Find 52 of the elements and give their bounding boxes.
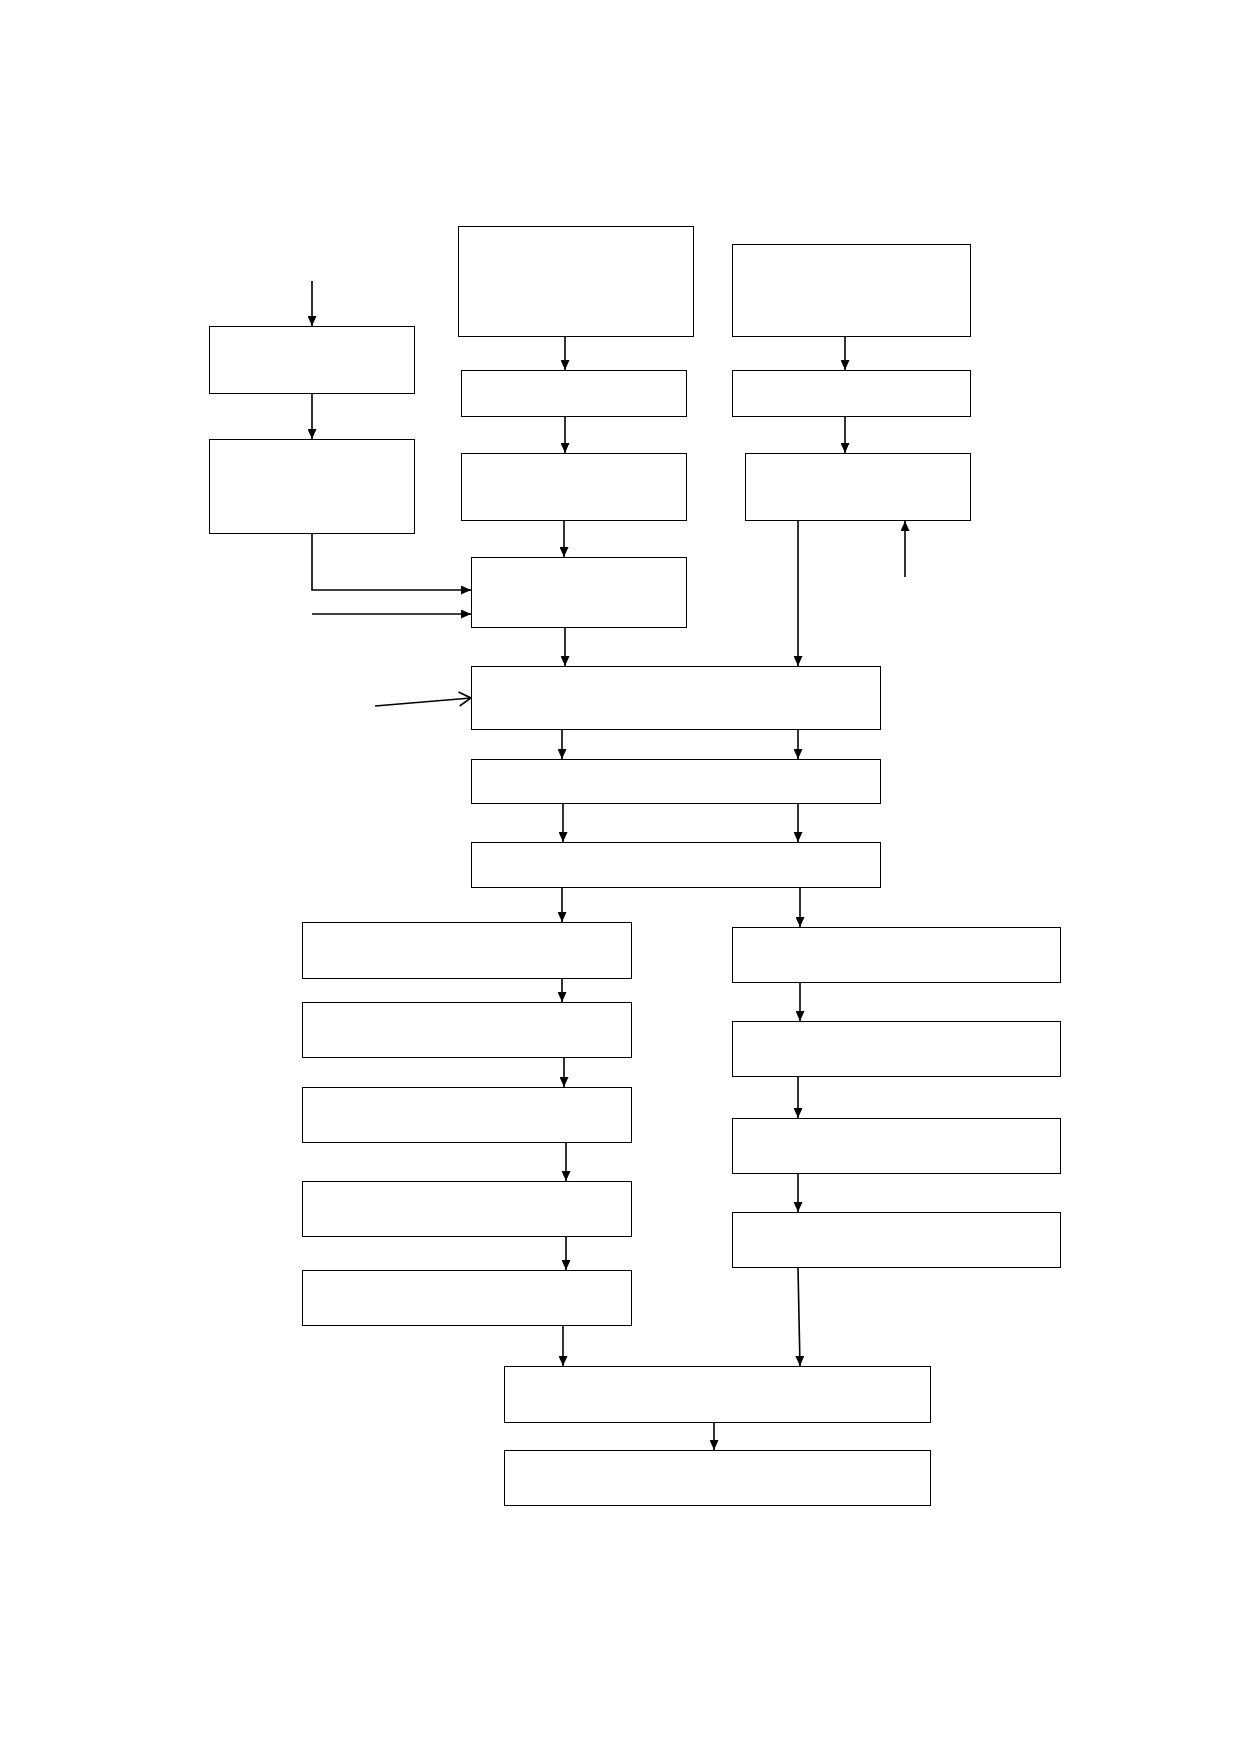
process-box xyxy=(302,1087,632,1143)
arrow xyxy=(311,609,472,619)
process-box xyxy=(471,759,881,804)
arrow xyxy=(795,982,805,1022)
arrow xyxy=(307,393,317,440)
process-box xyxy=(209,326,415,394)
arrow xyxy=(561,1142,571,1182)
process-box xyxy=(732,1212,1061,1268)
arrow xyxy=(557,729,567,760)
arrow xyxy=(840,336,850,371)
process-box xyxy=(745,453,971,521)
arrow xyxy=(795,887,805,928)
arrow xyxy=(793,520,803,667)
process-box xyxy=(471,557,687,628)
arrow xyxy=(900,520,910,578)
process-box xyxy=(461,453,687,521)
process-box xyxy=(209,439,415,534)
arrow xyxy=(311,533,472,595)
arrow xyxy=(793,729,803,760)
arrow xyxy=(560,627,570,667)
arrow xyxy=(559,1057,569,1088)
process-box xyxy=(302,1270,632,1326)
process-box xyxy=(458,226,694,337)
process-box xyxy=(302,1181,632,1237)
arrow xyxy=(793,1173,803,1213)
process-box xyxy=(461,370,687,417)
process-box xyxy=(504,1366,931,1423)
process-box xyxy=(732,370,971,417)
arrow xyxy=(558,1325,568,1367)
arrow xyxy=(560,416,570,454)
process-box xyxy=(732,244,971,337)
arrow xyxy=(795,1267,805,1367)
arrow xyxy=(840,416,850,454)
process-box xyxy=(732,927,1061,983)
arrow xyxy=(561,1236,571,1271)
arrow xyxy=(307,280,317,327)
arrow xyxy=(559,520,569,558)
process-box xyxy=(471,842,881,888)
process-box xyxy=(471,666,881,730)
arrow xyxy=(793,1076,803,1119)
arrow xyxy=(793,803,803,843)
arrow xyxy=(558,803,568,843)
process-box xyxy=(732,1021,1061,1077)
arrow xyxy=(374,691,472,707)
arrow xyxy=(709,1422,719,1451)
process-box xyxy=(302,922,632,979)
arrow xyxy=(557,978,567,1003)
arrow xyxy=(560,336,570,371)
process-box xyxy=(732,1118,1061,1174)
process-box xyxy=(302,1002,632,1058)
arrow xyxy=(557,887,567,923)
process-box xyxy=(504,1450,931,1506)
